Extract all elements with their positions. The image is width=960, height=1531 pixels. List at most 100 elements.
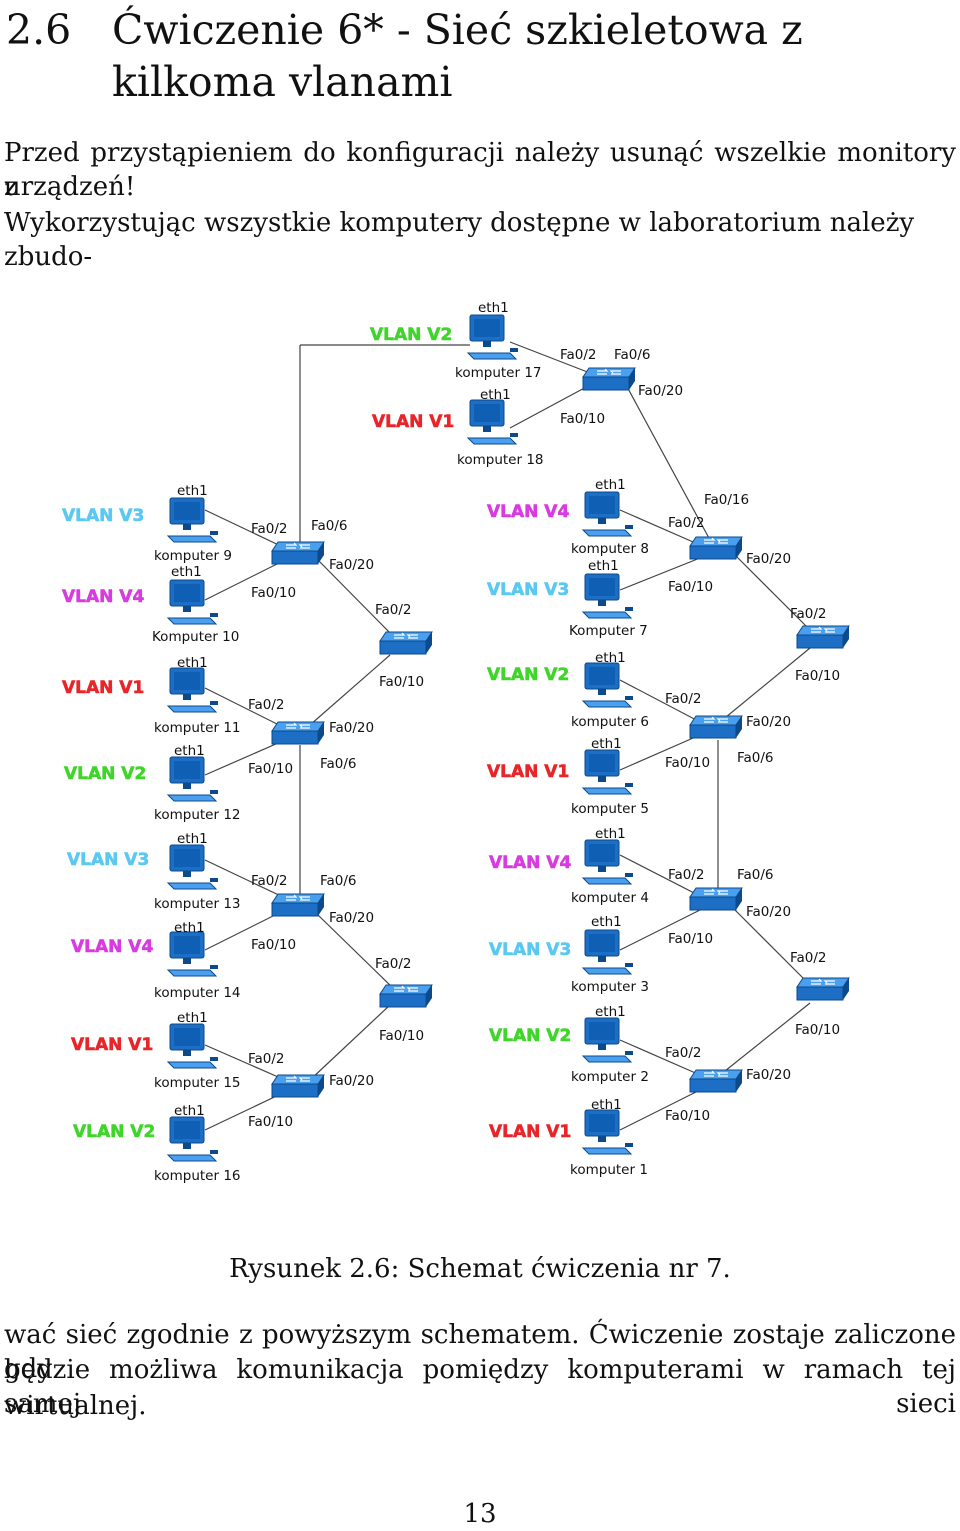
vlan-label: VLAN V4 (489, 853, 571, 873)
link-l1-l2 (317, 559, 396, 639)
computer-17-icon (466, 314, 518, 360)
interface-label: eth1 (478, 300, 509, 316)
link-c4 (619, 854, 701, 897)
interface-label: eth1 (480, 387, 511, 403)
port-label: Fa0/10 (379, 674, 424, 690)
computer-name-label: komputer 18 (457, 452, 544, 468)
link-r1-r2 (734, 554, 811, 631)
port-label: Fa0/10 (248, 1114, 293, 1130)
computer-left-3-icon (166, 667, 218, 713)
computer-left-6-icon (166, 931, 218, 977)
computer-left-7-icon (166, 1023, 218, 1069)
computer-right-2-icon (581, 573, 633, 619)
switch-r4-icon (689, 887, 743, 911)
computer-left-4-icon (166, 756, 218, 802)
computer-name-label: Komputer 7 (569, 623, 648, 639)
computer-left-1-icon (166, 497, 218, 543)
computer-name-label: komputer 4 (571, 890, 649, 906)
port-label: Fa0/6 (737, 867, 774, 883)
computer-right-4-icon (581, 749, 633, 795)
link-c2 (619, 1039, 701, 1076)
interface-label: eth1 (174, 1103, 205, 1119)
network-links (204, 341, 811, 1131)
port-label: Fa0/2 (248, 697, 285, 713)
switch-l5-icon (379, 984, 433, 1008)
port-label: Fa0/6 (311, 518, 348, 534)
port-label: Fa0/10 (251, 585, 296, 601)
interface-label: eth1 (595, 650, 626, 666)
computer-name-label: komputer 1 (570, 1162, 648, 1178)
port-label: Fa0/20 (329, 557, 374, 573)
computer-right-5-icon (581, 839, 633, 885)
link-l4-l5 (317, 914, 396, 991)
link-c7 (619, 557, 701, 591)
interface-label: eth1 (174, 920, 205, 936)
computer-name-label: komputer 11 (154, 720, 241, 736)
switch-r2-icon (796, 625, 850, 649)
link-top-right (624, 382, 711, 541)
switch-l2-icon (379, 631, 433, 655)
link-c6 (619, 679, 701, 723)
vlan-label: VLAN V2 (73, 1122, 155, 1142)
switch-l4-icon (271, 893, 325, 917)
port-label: Fa0/10 (665, 1108, 710, 1124)
vlan-label: VLAN V3 (487, 580, 569, 600)
network-labels: VLAN V2 VLAN V1 VLAN V3 VLAN V4 VLAN V1 VLAN … (62, 300, 840, 1184)
vlan-label: VLAN V2 (487, 665, 569, 685)
interface-label: eth1 (591, 1097, 622, 1113)
port-label: Fa0/20 (329, 720, 374, 736)
computer-right-8-icon (581, 1109, 633, 1155)
outro-line-2: będzie możliwa komunikacja pomiędzy komp… (4, 1355, 956, 1419)
computer-right-1-icon (581, 491, 633, 537)
link-c18-switch (509, 384, 591, 429)
port-label: Fa0/10 (248, 761, 293, 777)
switch-r3-icon (689, 715, 743, 739)
link-c9 (204, 509, 286, 549)
vlan-label: VLAN V3 (489, 940, 571, 960)
link-c5 (619, 734, 701, 771)
interface-label: eth1 (591, 914, 622, 930)
port-label: Fa0/10 (668, 579, 713, 595)
network-diagram: VLAN V2 VLAN V1 VLAN V3 VLAN V4 VLAN V1 VLAN … (62, 300, 850, 1184)
computer-right-3-icon (581, 662, 633, 708)
link-c12 (204, 739, 286, 776)
interface-label: eth1 (595, 826, 626, 842)
vlan-label: VLAN V1 (487, 762, 569, 782)
switch-l6-icon (271, 1074, 325, 1098)
interface-label: eth1 (588, 558, 619, 574)
outro-line-1: wać sieć zgodnie z powyższym schematem. … (4, 1320, 956, 1384)
vlan-label: VLAN V1 (62, 678, 144, 698)
computer-right-6-icon (581, 929, 633, 975)
link-c3 (619, 909, 701, 951)
vlan-label: VLAN V4 (62, 587, 144, 607)
computer-name-label: komputer 2 (571, 1069, 649, 1085)
port-label: Fa0/10 (560, 411, 605, 427)
interface-label: eth1 (177, 831, 208, 847)
computer-name-label: komputer 5 (571, 801, 649, 817)
interface-label: eth1 (177, 1010, 208, 1026)
port-label: Fa0/6 (614, 347, 651, 363)
link-c16 (204, 1091, 286, 1131)
port-label: Fa0/20 (329, 910, 374, 926)
vlan-label: VLAN V1 (71, 1035, 153, 1055)
computer-name-label: komputer 3 (571, 979, 649, 995)
vlan-label: VLAN V2 (489, 1026, 571, 1046)
outro-line-3: wirtualnej. (4, 1391, 147, 1421)
link-l2-l3 (309, 654, 391, 726)
port-label: Fa0/20 (746, 714, 791, 730)
port-label: Fa0/10 (795, 668, 840, 684)
intro-line-1: Przed przystąpieniem do konfiguracji nal… (4, 138, 956, 202)
port-label: Fa0/2 (375, 602, 412, 618)
interface-label: eth1 (591, 736, 622, 752)
page-number: 13 (463, 1499, 497, 1529)
port-label: Fa0/2 (668, 867, 705, 883)
port-label: Fa0/2 (790, 950, 827, 966)
interface-label: eth1 (595, 477, 626, 493)
vlan-label: VLAN V4 (71, 937, 153, 957)
computer-left-8-icon (166, 1116, 218, 1162)
port-label: Fa0/2 (790, 606, 827, 622)
port-label: Fa0/20 (746, 551, 791, 567)
section-title: Ćwiczenie 6* - Sieć szkieletowa z kilkom… (112, 6, 803, 106)
switch-r5-icon (796, 977, 850, 1001)
port-label: Fa0/6 (320, 873, 357, 889)
